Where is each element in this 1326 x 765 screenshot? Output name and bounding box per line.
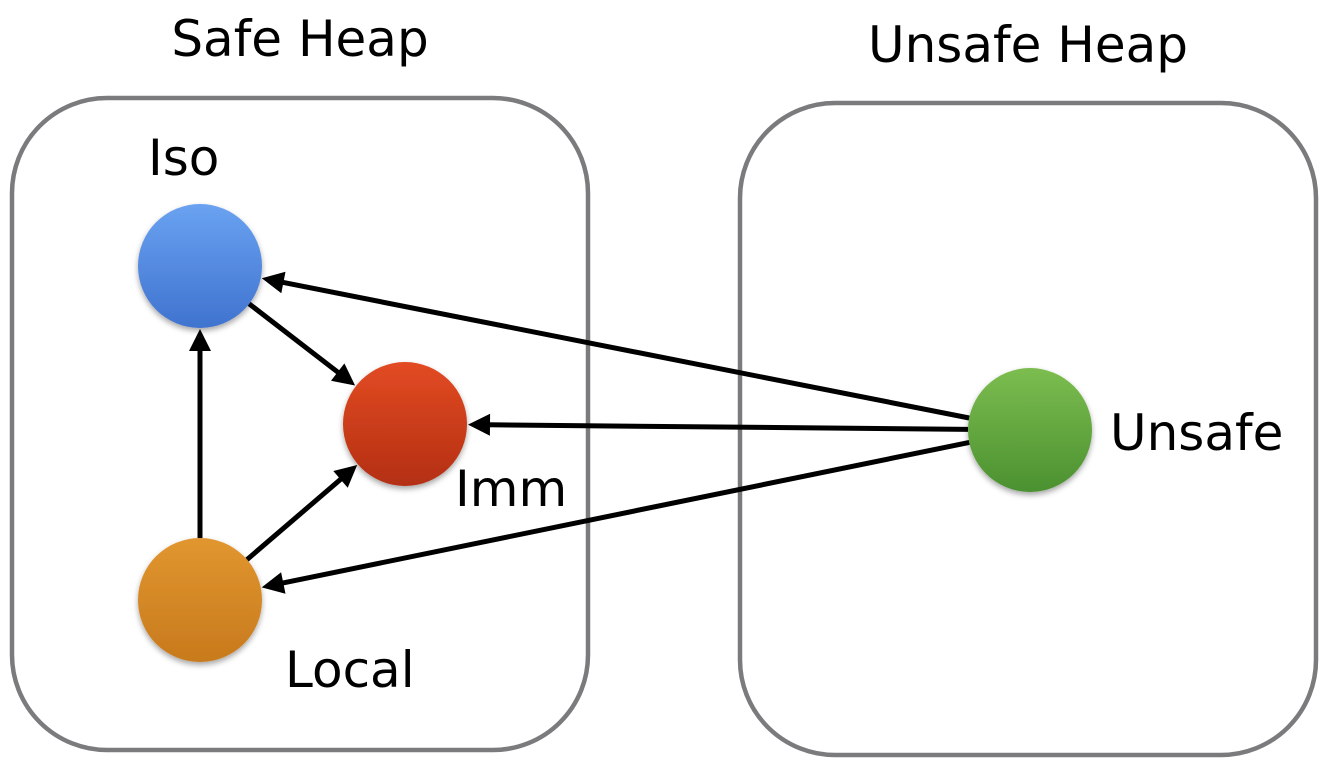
edge-unsafe-to-iso bbox=[280, 279, 970, 421]
edge-unsafe-to-local bbox=[280, 439, 970, 586]
arrowhead-local-to-imm bbox=[333, 465, 358, 488]
node-local: Local bbox=[138, 538, 415, 699]
node-imm: Imm bbox=[343, 362, 567, 518]
edge-iso-to-imm bbox=[247, 301, 341, 376]
arrowhead-unsafe-to-local bbox=[261, 572, 286, 594]
unsafe-node-circle bbox=[968, 368, 1092, 492]
edge-unsafe-to-imm bbox=[487, 422, 969, 432]
edges bbox=[189, 271, 970, 594]
local-node-circle bbox=[138, 538, 262, 662]
arrowhead-local-to-iso bbox=[189, 329, 211, 351]
arrowhead-unsafe-to-iso bbox=[261, 271, 286, 294]
node-unsafe: Unsafe bbox=[968, 368, 1283, 492]
iso-node-circle bbox=[138, 204, 262, 328]
local-label: Local bbox=[285, 641, 415, 699]
edge-local-to-imm bbox=[245, 476, 344, 562]
unsafe-label: Unsafe bbox=[1110, 404, 1283, 462]
iso-label: Iso bbox=[148, 129, 219, 187]
imm-label: Imm bbox=[455, 460, 567, 518]
node-iso: Iso bbox=[138, 129, 262, 328]
safe-heap-region: Safe Heap bbox=[9, 10, 591, 753]
arrowhead-unsafe-to-imm bbox=[468, 413, 491, 436]
arrowhead-iso-to-imm bbox=[331, 363, 356, 386]
safe-heap-title: Safe Heap bbox=[171, 10, 428, 68]
imm-node-circle bbox=[343, 362, 467, 486]
unsafe-heap-title: Unsafe Heap bbox=[868, 16, 1188, 74]
